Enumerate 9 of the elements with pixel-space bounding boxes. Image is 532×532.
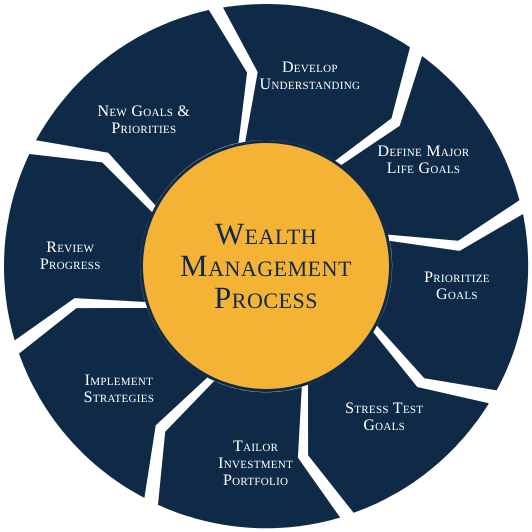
segment-label: Prioritize Goals [423, 269, 491, 304]
segment-label: Define Major Life Goals [376, 142, 471, 177]
segment-label: Implement Strategies [82, 372, 156, 406]
segment-label: Review Progress [38, 238, 102, 273]
segment-label: Stress Test Goals [344, 400, 424, 434]
center-title: Wealth Management Process [179, 218, 353, 314]
segment-label: New Goals & Priorities [96, 103, 192, 138]
segment-label: Tailor Investment Portfolio [217, 438, 294, 490]
segment-label: Develop Understanding [258, 58, 362, 93]
